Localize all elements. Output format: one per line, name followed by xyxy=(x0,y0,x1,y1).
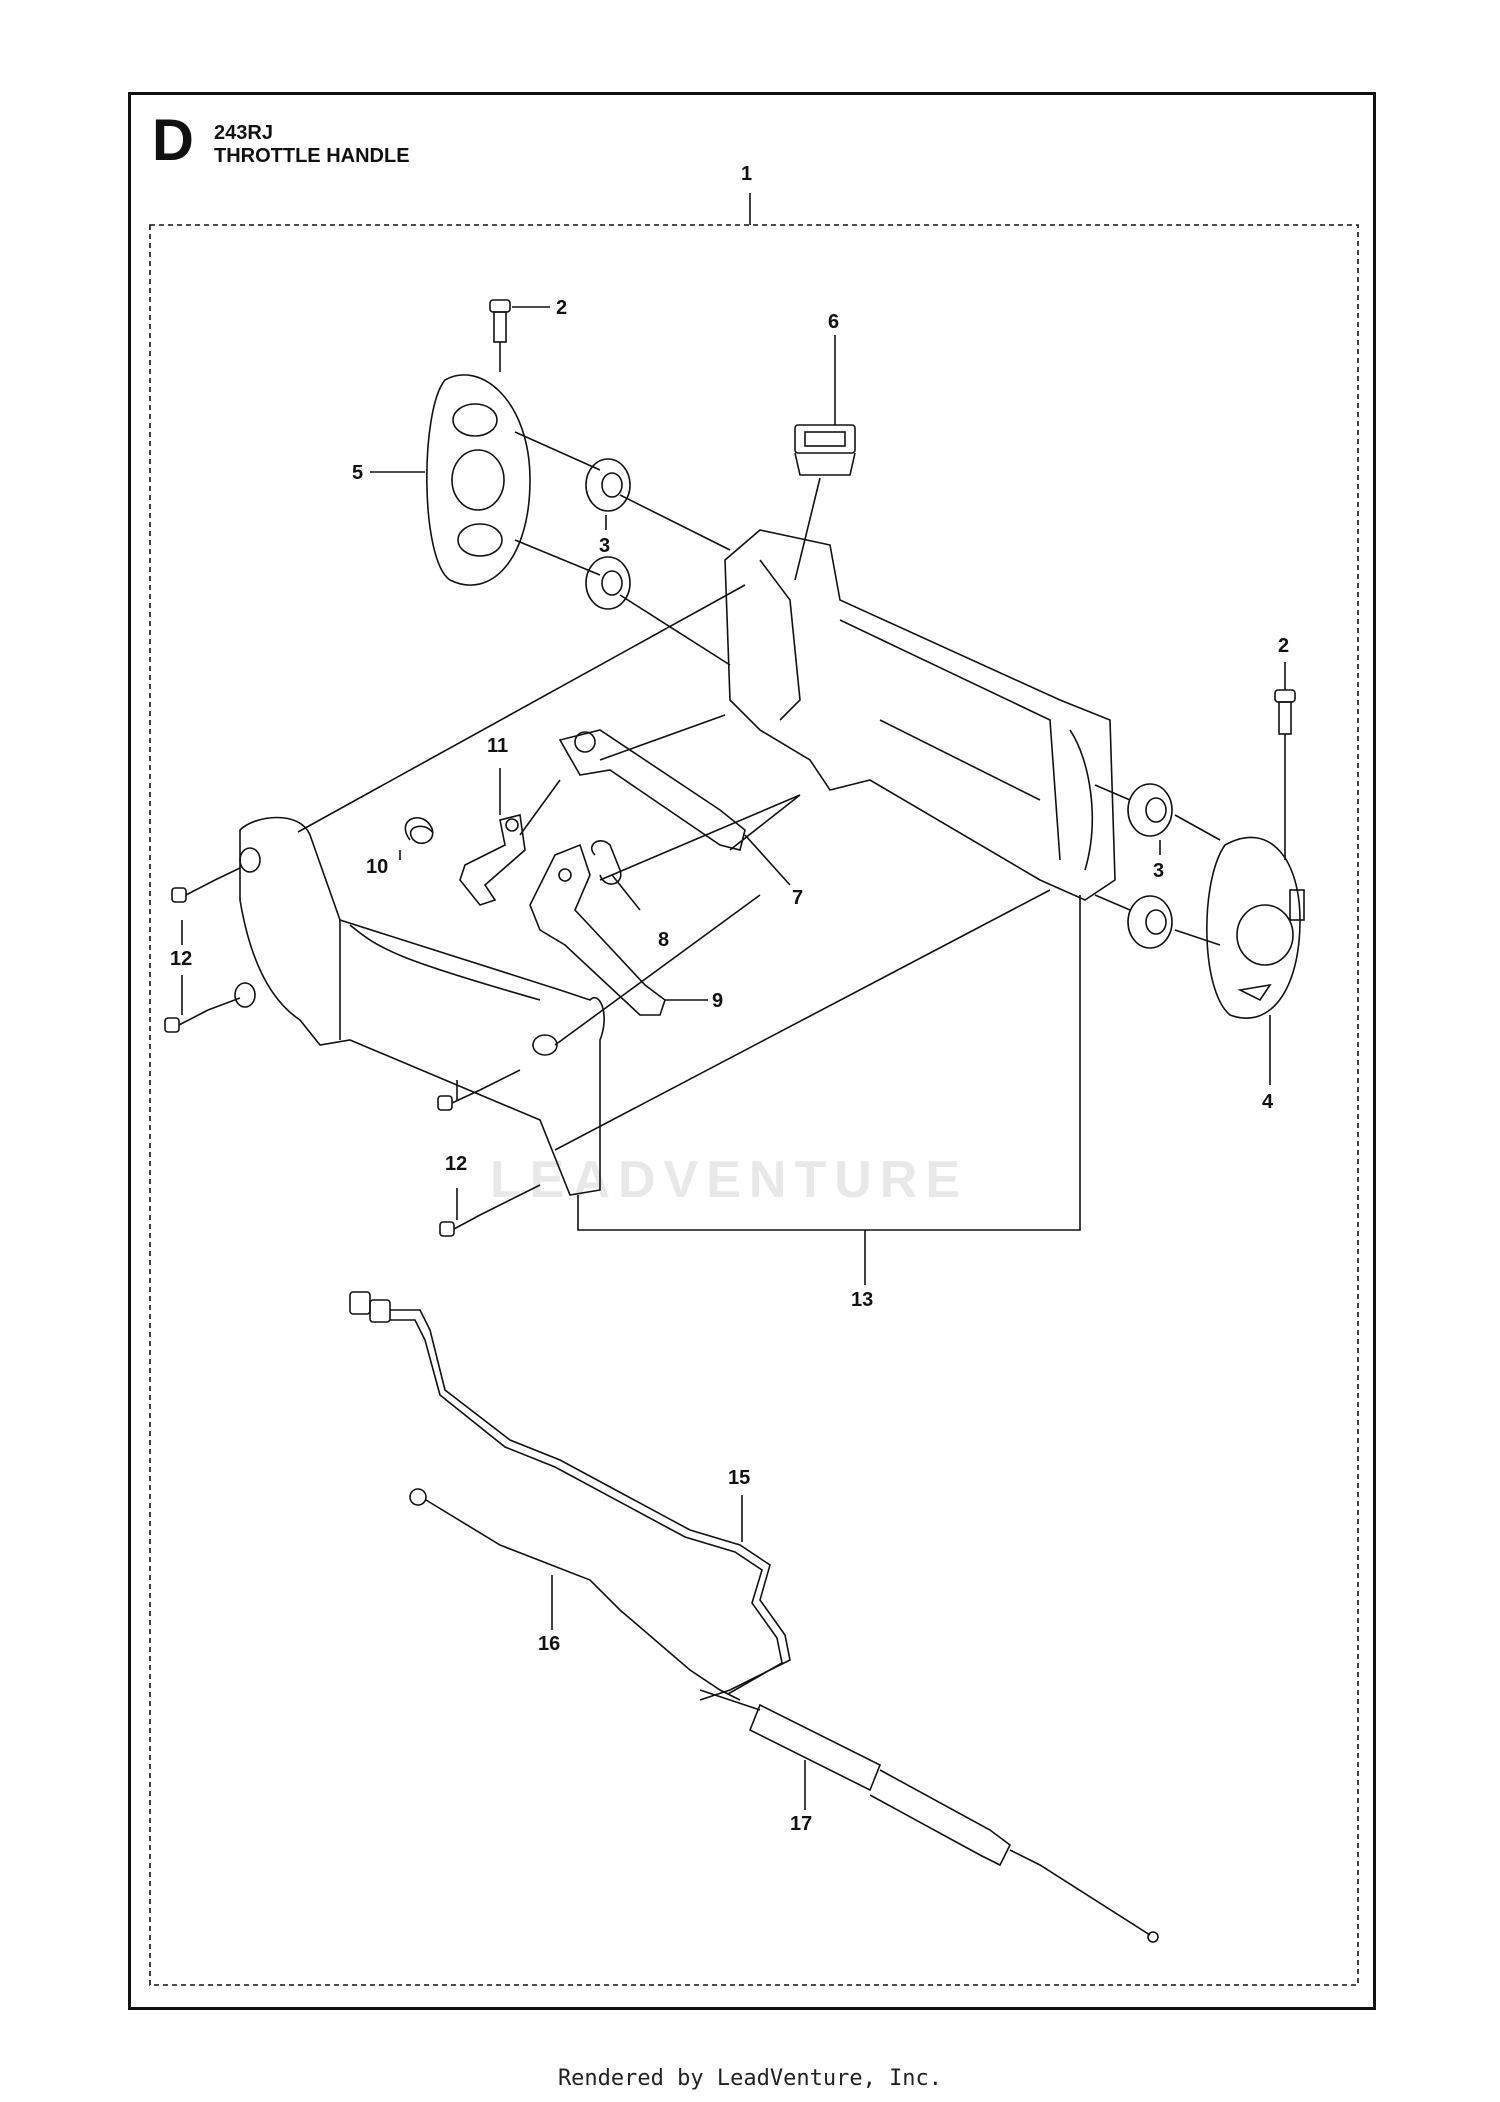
footer-credit: Rendered by LeadVenture, Inc. xyxy=(557,2066,943,2091)
callout-12-bottom: 12 xyxy=(445,1153,467,1175)
callout-9: 9 xyxy=(712,990,723,1012)
bearing-part-3-right-lower xyxy=(1127,895,1173,949)
screw-part-12-c xyxy=(437,1089,481,1111)
callout-17: 17 xyxy=(790,1813,812,1835)
bearing-part-3-lower xyxy=(585,556,631,610)
callout-16: 16 xyxy=(538,1633,560,1655)
throttle-cable-part-16 xyxy=(409,1488,741,1701)
bracket-part-13 xyxy=(577,895,1081,1231)
callout-2-top: 2 xyxy=(556,297,567,319)
bearing-part-3-right-upper xyxy=(1127,783,1173,837)
spring-part-8 xyxy=(590,840,622,885)
callout-12-left: 12 xyxy=(170,948,192,970)
callout-1: 1 xyxy=(741,163,752,185)
screw-part-2-right xyxy=(1274,689,1296,735)
callout-7: 7 xyxy=(792,887,803,909)
callout-3-left: 3 xyxy=(599,535,610,557)
callout-5: 5 xyxy=(352,462,363,484)
diagram-frame xyxy=(128,92,1376,2010)
handle-housing xyxy=(724,529,1116,901)
screw-part-12-d xyxy=(439,1214,481,1237)
wire-harness-part-15 xyxy=(349,1291,791,1701)
callout-11: 11 xyxy=(487,735,508,757)
callout-2-right: 2 xyxy=(1278,635,1289,657)
cable-sheath-part-17 xyxy=(699,1689,1159,1943)
screw-part-2-top xyxy=(489,299,511,343)
callout-10: 10 xyxy=(366,856,388,878)
spring-part-10 xyxy=(404,816,434,844)
callout-4: 4 xyxy=(1262,1091,1274,1113)
trigger-part-9 xyxy=(529,843,666,1016)
bearing-part-3-upper xyxy=(585,458,631,512)
section-letter: D xyxy=(152,108,194,173)
screw-part-12-a xyxy=(171,879,216,903)
switch-part-6 xyxy=(794,424,856,476)
callout-8: 8 xyxy=(658,929,669,951)
callout-6: 6 xyxy=(828,311,839,333)
handle-shell xyxy=(234,816,605,1196)
end-cap-part-4 xyxy=(1206,836,1305,1019)
section-title: THROTTLE HANDLE xyxy=(214,145,410,167)
watermark: LEADVENTURE xyxy=(490,1151,969,1209)
callout-3-right: 3 xyxy=(1153,860,1164,882)
kit-boundary xyxy=(149,224,1359,1986)
model-number: 243RJ xyxy=(214,122,273,144)
lever-part-7 xyxy=(558,729,746,851)
end-cap-part-5 xyxy=(426,374,531,586)
callout-13: 13 xyxy=(851,1289,873,1311)
lock-lever-part-11 xyxy=(459,814,526,906)
callout-15: 15 xyxy=(728,1467,750,1489)
screw-part-12-b xyxy=(164,1009,209,1033)
